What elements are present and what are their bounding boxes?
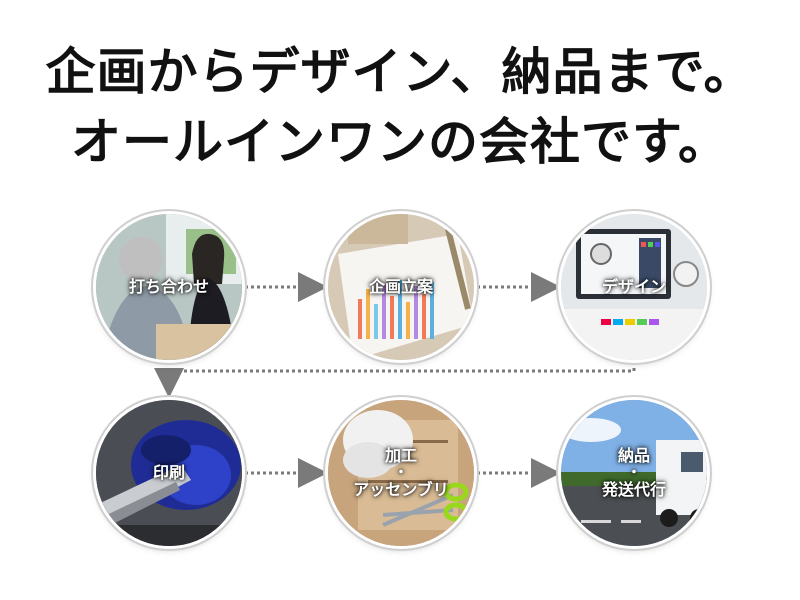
step-meeting: 打ち合わせ	[96, 214, 242, 360]
connector-3-4	[154, 362, 636, 398]
step-label: 企画立案	[368, 277, 433, 296]
planning-photo	[328, 214, 474, 360]
step-label-separator: ・	[394, 465, 408, 481]
step-label-separator: ・	[627, 465, 641, 481]
step-label: デザイン	[601, 277, 666, 296]
step-planning: 企画立案	[328, 214, 474, 360]
delivery-photo	[561, 400, 707, 546]
printing-photo	[96, 400, 242, 546]
step-label-line-1: 納品	[617, 446, 650, 465]
step-label: 打ち合わせ	[128, 277, 209, 296]
step-label: 印刷	[152, 463, 185, 482]
headline-line-1: 企画からデザイン、納品まで。	[45, 43, 755, 101]
step-label-line-2: アッセンブリ	[353, 480, 449, 499]
step-label: 納品 ・ 発送代行	[561, 445, 707, 501]
step-design: デザイン	[561, 214, 707, 360]
headline-line-2: オールインワンの会社です。	[71, 113, 729, 171]
step-label-line-2: 発送代行	[601, 480, 666, 499]
assembly-photo	[328, 400, 474, 546]
step-label-line-1: 加工	[384, 446, 417, 465]
step-delivery-shipping: 納品 ・ 発送代行	[561, 400, 707, 546]
step-label: 加工 ・ アッセンブリ	[328, 445, 474, 501]
step-processing-assembly: 加工 ・ アッセンブリ	[328, 400, 474, 546]
step-printing: 印刷	[96, 400, 242, 546]
design-photo	[561, 214, 707, 360]
meeting-photo	[96, 214, 242, 360]
